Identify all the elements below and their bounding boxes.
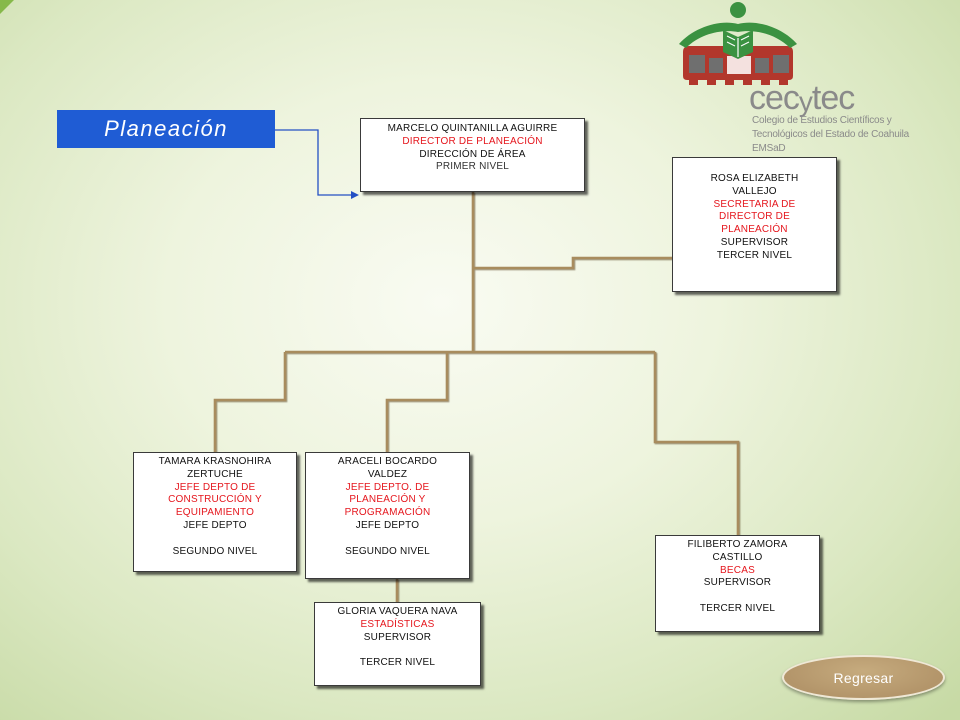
node-role: DIRECTOR DE xyxy=(719,211,790,223)
node-level: PRIMER NIVEL xyxy=(436,161,509,173)
node-position: JEFE DEPTO xyxy=(183,519,247,531)
node-name: MARCELO QUINTANILLA AGUIRRE xyxy=(387,123,558,134)
title-link-line xyxy=(275,129,352,196)
back-button[interactable]: Regresar xyxy=(782,655,945,700)
node-role: PLANEACIÓN xyxy=(721,224,788,236)
node-position: SUPERVISOR xyxy=(703,577,772,589)
node-name: FILIBERTO ZAMORA xyxy=(687,539,788,550)
page-title-text: Planeación xyxy=(104,116,228,141)
node-level: TERCER NIVEL xyxy=(716,249,793,261)
wordmark-y: y xyxy=(798,86,813,117)
connector-secretaria xyxy=(473,256,672,270)
org-node-secretaria: ROSA ELIZABETH VALLEJO SECRETARIA DE DIR… xyxy=(672,157,837,292)
node-name: GLORIA VAQUERA NAVA xyxy=(337,606,458,617)
node-level: SEGUNDO NIVEL xyxy=(172,545,258,557)
node-role: BECAS xyxy=(720,564,755,576)
node-spacer xyxy=(306,533,469,546)
node-role: SECRETARIA DE xyxy=(713,198,796,210)
cecytec-logo-icon xyxy=(679,2,797,85)
connector-construccion xyxy=(213,352,287,452)
org-node-becas: FILIBERTO ZAMORA CASTILLO BECAS SUPERVIS… xyxy=(655,535,820,632)
page-title: Planeación xyxy=(57,110,275,148)
logo-subtitle-line: Colegio de Estudios Científicos y xyxy=(752,115,892,126)
node-role: ESTADÍSTICAS xyxy=(360,618,435,630)
node-role: JEFE DEPTO DE xyxy=(174,481,256,493)
connector-becas xyxy=(653,352,740,535)
org-node-estadisticas: GLORIA VAQUERA NAVA ESTADÍSTICAS SUPERVI… xyxy=(314,602,481,686)
back-button-label: Regresar xyxy=(833,669,894,686)
node-name: ZERTUCHE xyxy=(187,468,243,480)
logo-subtitle-line: Tecnológicos del Estado de Coahuila xyxy=(752,129,909,140)
node-role: EQUIPAMIENTO xyxy=(175,507,255,519)
node-level: TERCER NIVEL xyxy=(699,602,776,614)
node-role: PROGRAMACIÓN xyxy=(344,507,431,519)
node-spacer xyxy=(656,590,819,603)
wordmark-pre: cec xyxy=(749,79,800,117)
org-node-planeacion-programacion: ARACELI BOCARDO VALDEZ JEFE DEPTO. DE PL… xyxy=(305,452,470,579)
org-node-construccion: TAMARA KRASNOHIRA ZERTUCHE JEFE DEPTO DE… xyxy=(133,452,297,572)
node-name: VALLEJO xyxy=(732,185,777,197)
node-name: VALDEZ xyxy=(367,468,408,480)
node-level: TERCER NIVEL xyxy=(359,657,436,669)
title-link-arrowhead xyxy=(351,191,359,199)
node-level: SEGUNDO NIVEL xyxy=(345,545,430,557)
cecytec-wordmark: cecytec xyxy=(749,79,855,117)
node-position: SUPERVISOR xyxy=(720,236,789,248)
node-name: ROSA ELIZABETH xyxy=(710,173,799,184)
org-node-director: MARCELO QUINTANILLA AGUIRRE DIRECTOR DE … xyxy=(360,118,585,192)
node-name: CASTILLO xyxy=(712,551,763,563)
wordmark-post: tec xyxy=(811,79,855,117)
logo-subtitle-line: EMSaD xyxy=(752,143,786,154)
node-name: TAMARA KRASNOHIRA xyxy=(158,456,272,467)
node-position: SUPERVISOR xyxy=(363,631,432,643)
node-role: DIRECTOR DE PLANEACIÓN xyxy=(402,135,543,147)
node-area: DIRECCIÓN DE ÁREA xyxy=(419,148,526,160)
connector-planeacion-programacion xyxy=(385,352,449,452)
node-name: ARACELI BOCARDO xyxy=(337,456,438,467)
node-role: PLANEACIÓN Y xyxy=(349,494,426,506)
node-role: CONSTRUCCIÓN Y xyxy=(168,494,262,506)
node-spacer xyxy=(134,533,296,546)
node-role: JEFE DEPTO. DE xyxy=(345,481,430,493)
logo-subtitle: Colegio de Estudios Científicos y Tecnol… xyxy=(752,114,909,156)
node-position: JEFE DEPTO xyxy=(355,519,420,531)
node-spacer xyxy=(315,644,480,657)
corner-accent xyxy=(0,0,14,14)
